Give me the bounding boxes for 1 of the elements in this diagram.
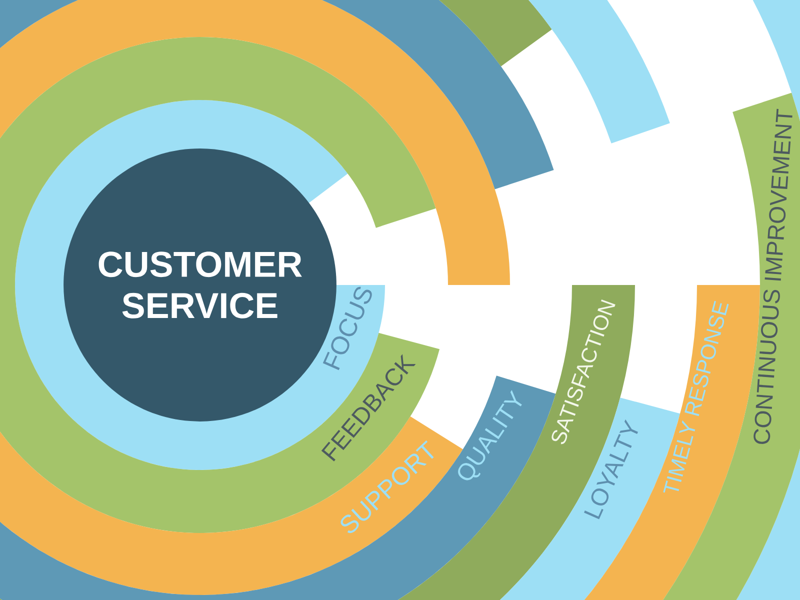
band-label: CONTINUOUS IMPROVEMENT — [754, 108, 792, 444]
